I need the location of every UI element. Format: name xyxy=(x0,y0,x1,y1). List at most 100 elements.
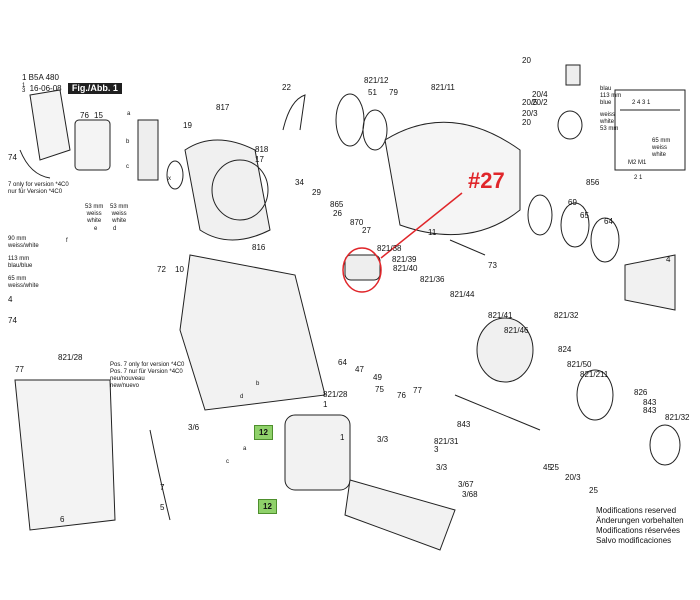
wire-note-53b: 53 mm weiss white xyxy=(110,204,129,224)
part-label: 821/28 xyxy=(58,353,83,362)
letter-marker: f xyxy=(66,238,68,244)
part-label: 6 xyxy=(60,515,65,524)
seal-847 xyxy=(335,93,365,147)
part-label: 64 xyxy=(604,217,613,226)
handle-housing-10 xyxy=(14,379,116,531)
switch-digits-2: 2 1 xyxy=(634,175,643,181)
switch-block xyxy=(74,119,111,171)
letter-marker: c xyxy=(226,459,229,465)
part-label: 4 xyxy=(666,255,671,264)
part-tag-12: 12 xyxy=(254,425,273,440)
letter-marker: e xyxy=(94,226,98,232)
letter-marker: d xyxy=(113,226,116,232)
brush-20 xyxy=(565,64,581,86)
part-label: 843 xyxy=(643,406,657,415)
part-label: 856 xyxy=(586,178,600,187)
brush-holder-816 xyxy=(137,119,159,181)
part-label: 821/40 xyxy=(393,264,418,273)
wire-note-113: 113 mm blau/blue xyxy=(8,256,33,269)
gear-821-38 xyxy=(576,369,614,421)
part-label: 826 xyxy=(634,388,648,397)
part-label: 821/50 xyxy=(567,360,592,369)
part-label: 7 xyxy=(160,483,165,492)
piston-highlight xyxy=(342,247,382,293)
switch-diagram xyxy=(614,89,686,171)
part-label: 821/46 xyxy=(504,326,529,335)
part-label: 821/38 xyxy=(377,244,402,253)
ring-63 xyxy=(527,194,553,236)
part-label: 821/31 xyxy=(434,437,459,446)
part-label: 15 xyxy=(94,111,103,120)
handle-clip-45 xyxy=(282,94,306,131)
part-label: 20/5 xyxy=(522,98,538,107)
part-label: 45 xyxy=(543,463,552,472)
part-label: 20 xyxy=(522,118,531,127)
tool-holder-5 xyxy=(624,254,676,311)
armature-803 xyxy=(344,479,456,551)
rod-72 xyxy=(449,239,486,256)
callout-line xyxy=(380,192,463,259)
letter-marker: c xyxy=(126,164,129,170)
part-label: 20 xyxy=(522,56,531,65)
part-label: 73 xyxy=(488,261,497,270)
part-label: 20/3 xyxy=(522,109,538,118)
part-label: 79 xyxy=(389,88,398,97)
switch-digits: 2 4 3 1 xyxy=(632,100,651,106)
switch-motor-labels: M2 M1 xyxy=(628,160,647,166)
part-label: 865 xyxy=(330,200,344,209)
part-label: 27 xyxy=(362,226,371,235)
switch-wire-note-blue: blau 113 mm blue xyxy=(600,86,622,106)
wire-note-65: 65 mm weiss/white xyxy=(8,276,39,289)
gear-housing-843 xyxy=(384,121,521,236)
part-label: 821/32 xyxy=(665,413,690,422)
main-housing-801 xyxy=(179,254,326,411)
part-label: 3/6 xyxy=(188,423,200,432)
part-label: 34 xyxy=(295,178,304,187)
part-label: 77 xyxy=(413,386,422,395)
part-label: 821/32 xyxy=(554,311,579,320)
switch-wire-note-65: 65 mm weiss white xyxy=(652,138,671,158)
part-label: 4 xyxy=(8,295,13,304)
letter-marker: b xyxy=(126,139,130,145)
part-label: 20/3 xyxy=(565,473,581,482)
part-label: 3/67 xyxy=(458,480,474,489)
part-label: 843 xyxy=(643,398,657,407)
part-label: 3/3 xyxy=(436,463,448,472)
part-label: 824 xyxy=(558,345,572,354)
part-label: 72 xyxy=(157,265,166,274)
switch-cable xyxy=(19,149,51,179)
part-label: 26 xyxy=(333,209,342,218)
version-note-bottom: Pos. 7 only for version *4C0 Pos. 7 nur … xyxy=(110,362,185,389)
part-label: 77 xyxy=(15,365,24,374)
part-label: 64 xyxy=(338,358,347,367)
o-ring-19 xyxy=(166,160,184,190)
switch-wire-note-white: weiss white 53 mm xyxy=(600,112,619,132)
part-label: 65 xyxy=(580,211,589,220)
part-label: 1 xyxy=(323,400,328,409)
part-label: 29 xyxy=(312,188,321,197)
part-label: 818 xyxy=(255,145,269,154)
part-label: 25 xyxy=(589,486,598,495)
ring-64 xyxy=(560,202,590,248)
drawing-date: 16-06-08 xyxy=(29,84,62,93)
part-label: 3/68 xyxy=(462,490,478,499)
letter-marker: x xyxy=(168,176,171,182)
part-label: 76 xyxy=(80,111,89,120)
part-tag-12: 12 xyxy=(258,499,277,514)
piston-865 xyxy=(344,254,381,281)
part-label: 821/11 xyxy=(431,83,455,92)
letter-marker: d xyxy=(240,394,243,400)
part-label: 25 xyxy=(550,463,559,472)
part-label: 1 xyxy=(340,433,345,442)
part-label: 17 xyxy=(255,155,264,164)
version-note-left: 7 only for version *4C0 nur für Version … xyxy=(8,182,69,195)
part-label: 20/4 xyxy=(532,90,548,99)
part-label: 821/39 xyxy=(392,255,417,264)
model-number: 1 B5A 480 xyxy=(22,73,59,82)
stator-802 xyxy=(284,414,351,491)
part-label: 49 xyxy=(373,373,382,382)
part-label: 22 xyxy=(282,83,291,92)
bearing-ring-17 xyxy=(211,159,269,221)
seal-77 xyxy=(362,109,388,151)
